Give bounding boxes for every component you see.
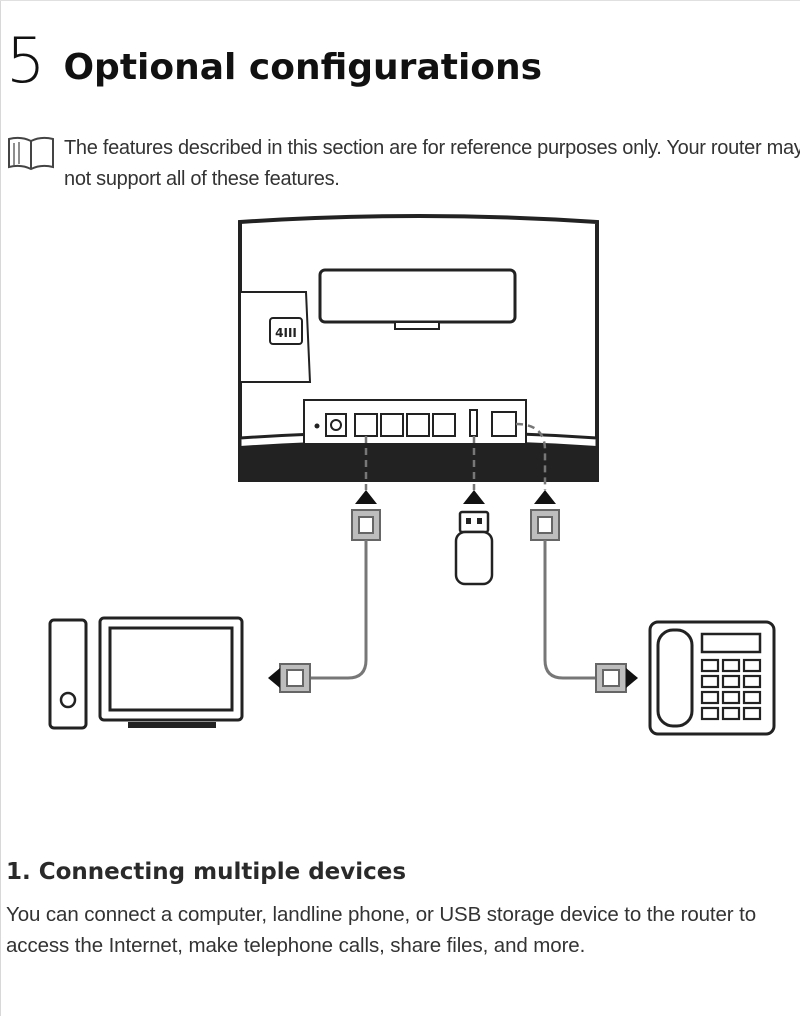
computer-plug-icon xyxy=(268,663,311,693)
note-text: The features described in this section a… xyxy=(64,137,800,190)
section-heading: 1. Connecting multiple devices xyxy=(6,859,407,885)
usb-drive-icon xyxy=(454,510,494,586)
router-side-label: 4III xyxy=(275,326,297,340)
ethernet-plug-icon xyxy=(351,509,381,541)
landline-plug-icon xyxy=(595,663,638,693)
chapter-header: 5 Optional configurations xyxy=(6,14,542,94)
chapter-number: 5 xyxy=(6,24,46,97)
connection-diagram: 4III xyxy=(48,214,776,736)
cables xyxy=(310,540,596,680)
page-edge xyxy=(0,0,1,1016)
dashed-connectors xyxy=(364,422,547,490)
router-icon xyxy=(238,214,599,482)
chapter-title: Optional configurations xyxy=(63,47,543,88)
book-icon xyxy=(8,136,54,171)
top-rule xyxy=(0,0,800,1)
section-body: You can connect a computer, landline pho… xyxy=(6,903,757,957)
phone-plug-icon xyxy=(530,509,560,541)
port-arrows xyxy=(355,490,556,504)
landline-phone-icon xyxy=(648,620,776,736)
computer-icon xyxy=(48,616,244,730)
